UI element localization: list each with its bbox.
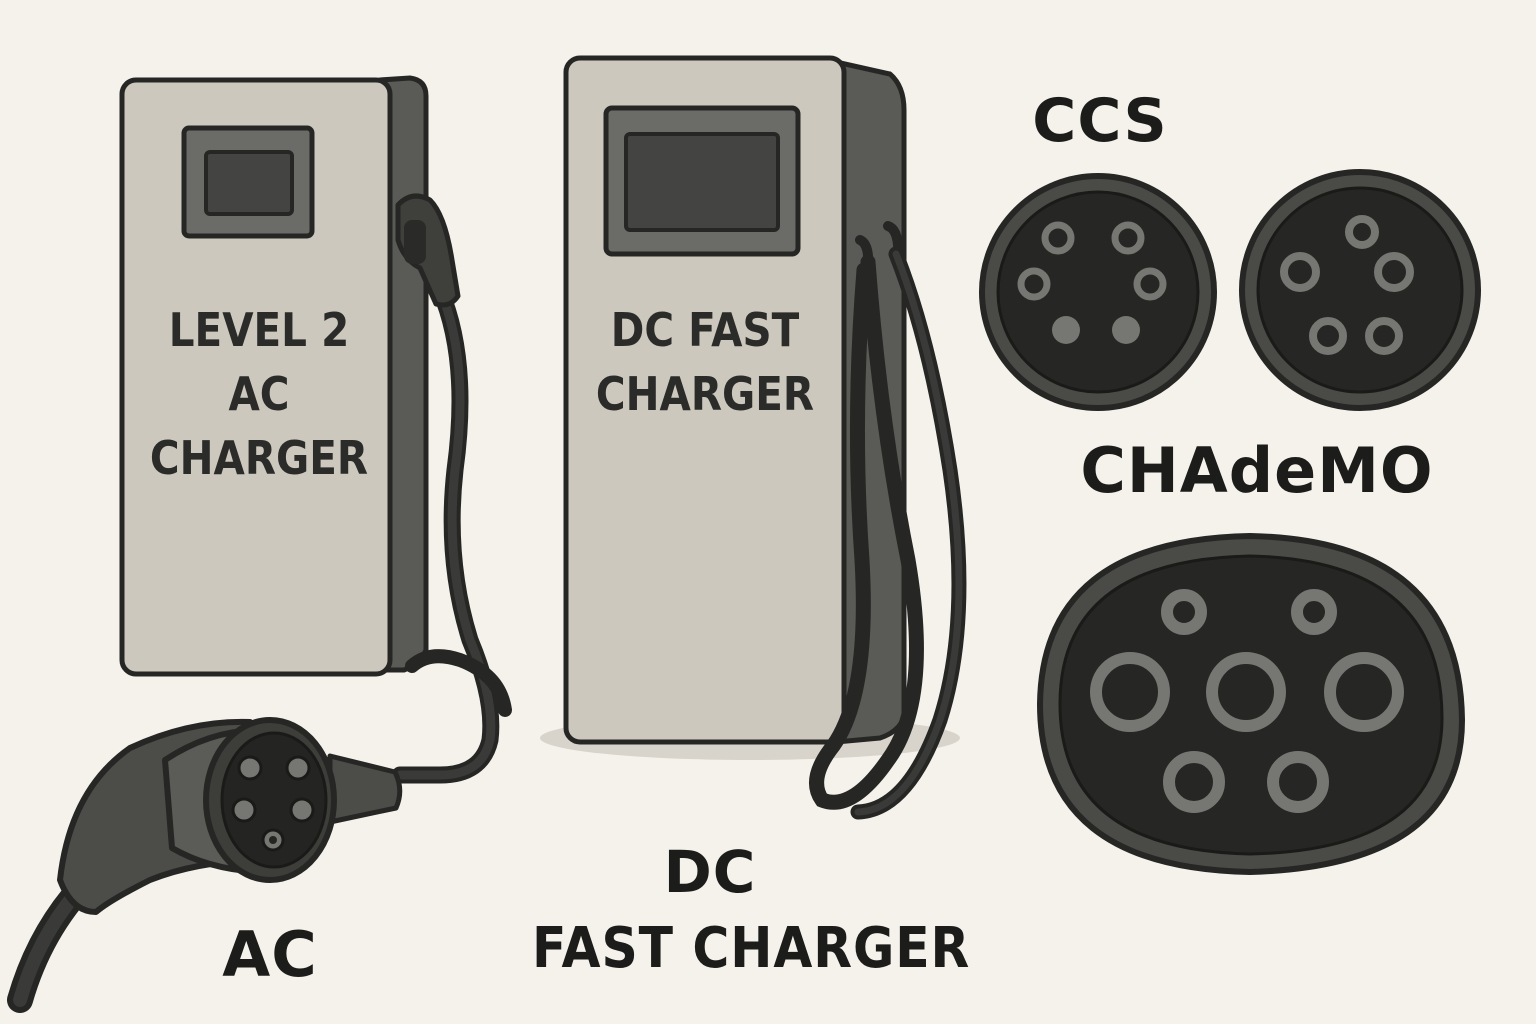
- dc-panel-line: CHARGER: [595, 367, 815, 421]
- dc-label-line1: DC: [663, 838, 757, 906]
- level2-panel-line: CHARGER: [149, 431, 369, 485]
- level2-panel-line: LEVEL 2: [168, 303, 350, 357]
- dc-label-line2: FAST CHARGER: [532, 916, 971, 981]
- ccs-label: CCS: [1032, 86, 1168, 156]
- level2-charger-unit: [119, 75, 512, 784]
- level2-display-icon: [181, 125, 315, 239]
- dc-panel-line: DC FAST: [610, 303, 800, 357]
- level2-panel-label: LEVEL 2 AC CHARGER: [138, 298, 379, 490]
- ccs-connector-icon: [1239, 169, 1481, 411]
- dc-display-icon: [603, 105, 801, 257]
- level2-panel-line: AC: [228, 367, 290, 421]
- ac-plug-icon: [7, 717, 403, 1013]
- level2-handle-icon: [395, 193, 461, 308]
- dc-charger-unit: [540, 55, 967, 820]
- dc-panel-label: DC FAST CHARGER: [583, 298, 828, 426]
- ccs-connector-icon: [979, 173, 1217, 411]
- chademo-connector-icon: [1036, 532, 1466, 876]
- ac-label: AC: [222, 918, 318, 991]
- chademo-label: CHAdeMO: [1080, 434, 1434, 507]
